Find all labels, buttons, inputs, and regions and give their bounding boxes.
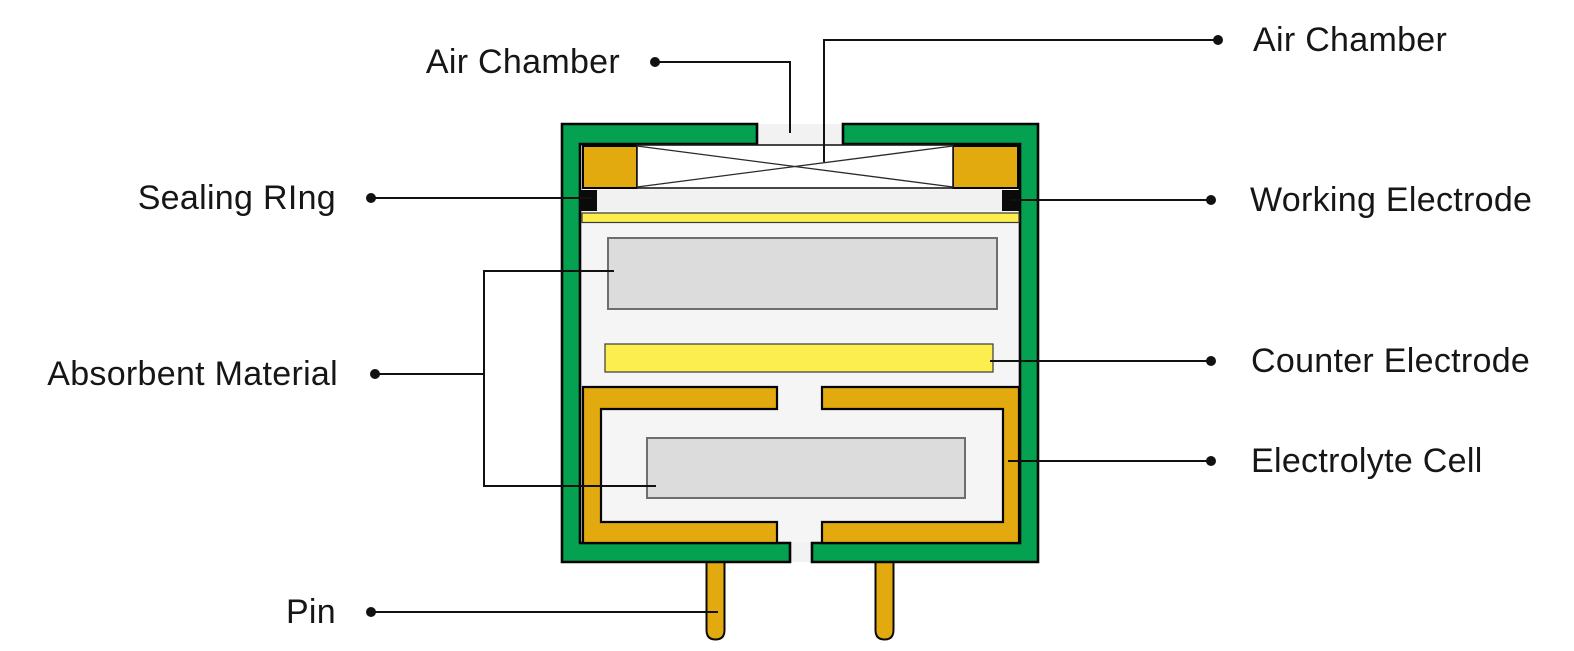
electrode-band	[580, 190, 1020, 211]
casing-right	[810, 122, 1040, 564]
counter-electrode-bar	[604, 343, 994, 373]
dot-working-electrode	[1206, 195, 1216, 205]
electrolyte-cup-right	[820, 385, 1021, 545]
sealing-ring-left	[579, 190, 597, 211]
working-electrode-strip	[581, 212, 1020, 224]
dot-air-chamber-left	[650, 57, 660, 67]
label-air-chamber-right: Air Chamber	[1253, 21, 1448, 59]
label-air-chamber-left: Air Chamber	[425, 43, 620, 81]
absorbent-block-bottom	[646, 437, 966, 499]
label-absorbent-material: Absorbent Material	[47, 355, 338, 393]
spacer-block-right	[952, 145, 1019, 189]
air-vent-notch	[757, 124, 843, 144]
dot-air-chamber-right	[1213, 35, 1223, 45]
dot-pin	[366, 607, 376, 617]
bottom-slot	[790, 543, 812, 562]
leader-air-chamber-right	[823, 39, 1218, 162]
pin-left	[705, 559, 726, 641]
dot-sealing-ring	[366, 193, 376, 203]
label-counter-electrode: Counter Electrode	[1251, 342, 1531, 380]
label-electrolyte-cell: Electrolyte Cell	[1251, 442, 1483, 480]
casing-left	[560, 122, 792, 564]
dot-absorbent-material	[370, 369, 380, 379]
absorbent-block-top	[607, 237, 998, 310]
dot-electrolyte-cell	[1206, 456, 1216, 466]
leader-lines	[366, 35, 1223, 617]
leader-air-chamber-left	[655, 61, 791, 133]
spacer-block-left	[582, 145, 638, 189]
dot-counter-electrode	[1206, 356, 1216, 366]
leader-absorbent-material	[375, 270, 656, 487]
label-pin: Pin	[285, 593, 336, 631]
membrane-cross-lines	[636, 145, 954, 188]
pin-right	[874, 559, 895, 641]
electrolyte-cup-left	[581, 385, 779, 545]
label-sealing-ring: Sealing RIng	[137, 179, 336, 217]
label-working-electrode: Working Electrode	[1250, 181, 1533, 219]
